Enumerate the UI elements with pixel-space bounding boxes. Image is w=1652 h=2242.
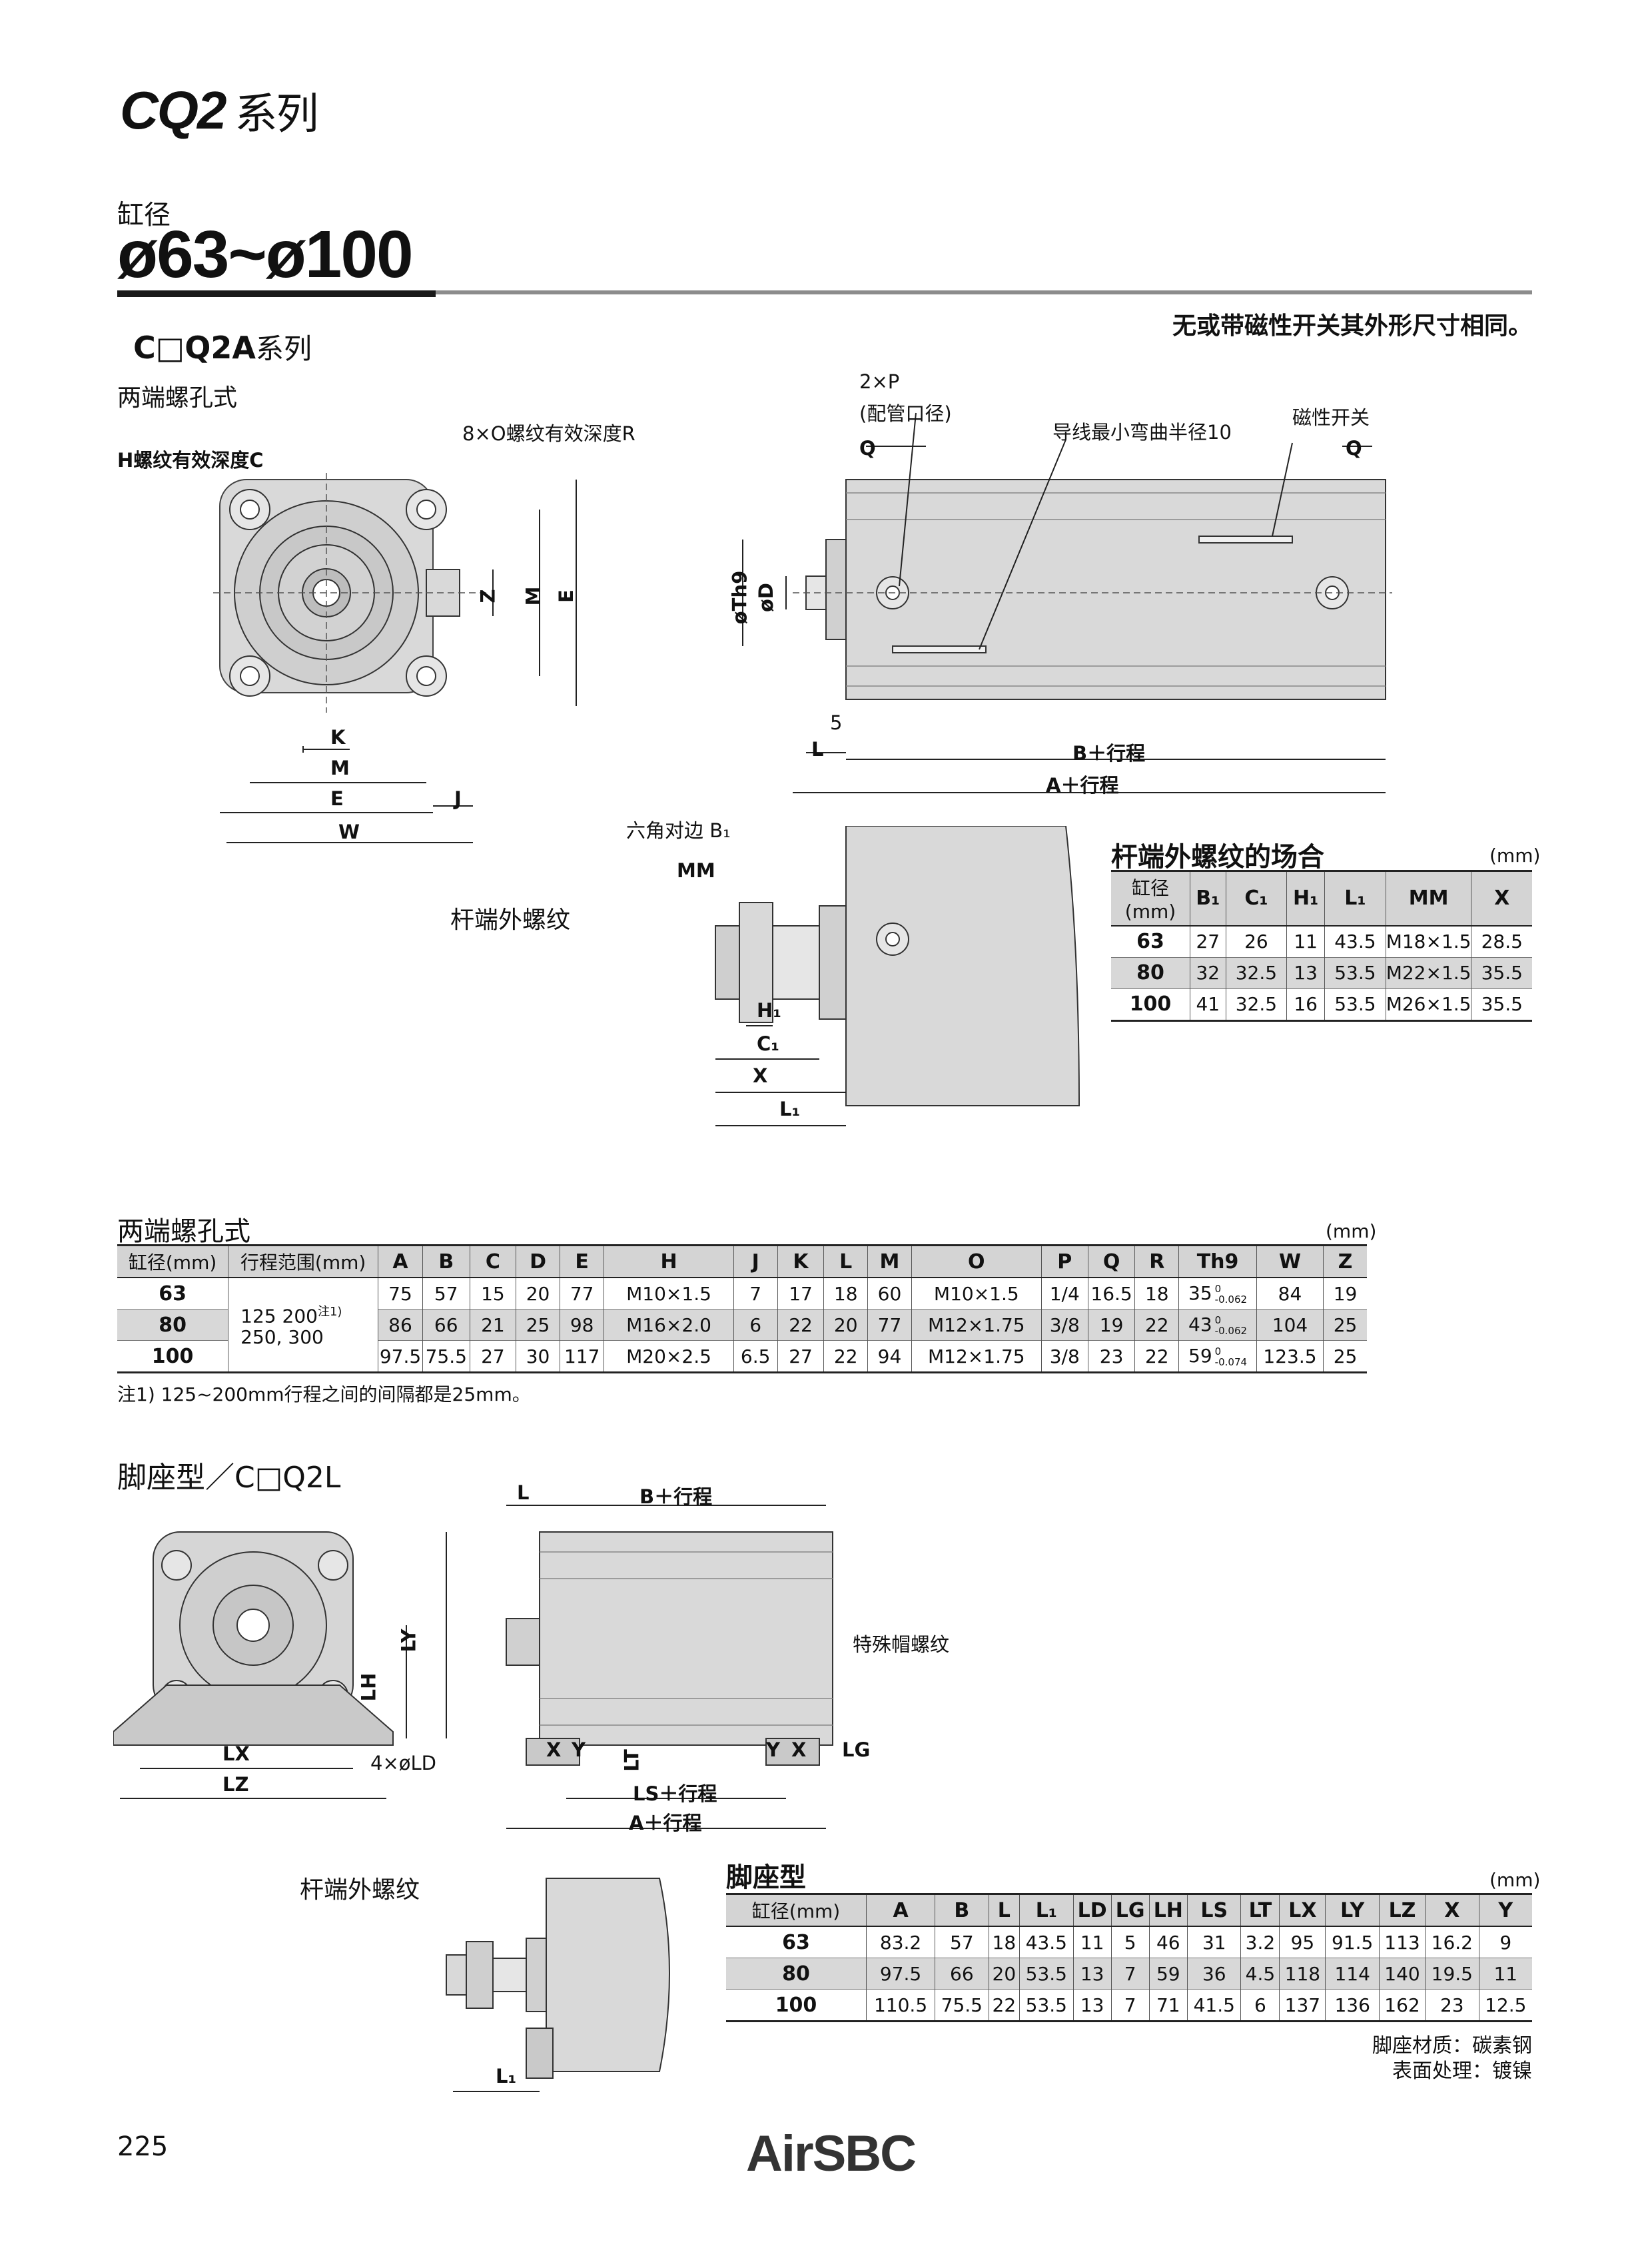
foot-dim-l1: L₁ <box>496 2065 517 2087</box>
dim-five: 5 <box>830 711 843 734</box>
switch-label: 磁性开关 <box>1292 406 1370 429</box>
rod-table-header: MM <box>1385 871 1471 926</box>
dim-m: M <box>330 757 350 779</box>
side-view-drawing <box>742 412 1392 793</box>
dim-mm: MM <box>677 859 715 882</box>
rod-table-header: H₁ <box>1286 871 1325 926</box>
rod-end-drawing <box>715 826 1080 1126</box>
rod-table-title: 杆端外螺纹的场合 <box>1111 842 1324 873</box>
dim-e: E <box>330 787 344 810</box>
o-thread-label: 8×O螺纹有效深度R <box>462 422 635 445</box>
dim-l: L <box>811 738 824 761</box>
foot-dim-x2: X <box>791 1738 807 1761</box>
foot-table-unit: (mm) <box>1489 1869 1541 1891</box>
stroke-range-cell: 125 200注1)250, 300 <box>228 1278 378 1373</box>
dim-b-stroke: B＋行程 <box>1072 742 1146 765</box>
rod-table-header: C₁ <box>1225 871 1287 926</box>
material-note: 脚座材质：碳素钢 <box>1372 2034 1532 2057</box>
dim-w: W <box>338 821 360 843</box>
dim-ly: LY <box>397 1629 420 1653</box>
dim-k: K <box>330 726 346 749</box>
rod-table-header: B₁ <box>1190 871 1226 926</box>
dim-a-stroke: A＋行程 <box>1046 774 1119 797</box>
dim-h1: H₁ <box>757 999 781 1022</box>
section-a-title: C□Q2A系列 <box>133 330 312 366</box>
dim-c1: C₁ <box>757 1032 779 1055</box>
dim-j: J <box>454 787 462 810</box>
switch-note: 无或带磁性开关其外形尺寸相同。 <box>1172 312 1532 340</box>
main-table-footnote: 注1) 125~200mm行程之间的间隔都是25mm。 <box>117 1383 531 1405</box>
h-thread-label: H螺纹有效深度C <box>117 449 264 472</box>
dim-th9: øTh9 <box>728 570 751 625</box>
foot-dim-y2: Y <box>766 1738 780 1761</box>
special-nut-label: 特殊帽螺纹 <box>853 1633 950 1656</box>
dim-m-vertical: M <box>522 586 545 606</box>
foot-side-drawing <box>506 1505 833 1829</box>
page-number: 225 <box>117 2131 169 2162</box>
rod-table-header: 缸径(mm) <box>1124 877 1176 923</box>
foot-dim-ls-stroke: LS＋行程 <box>633 1782 717 1805</box>
foot-dim-a-stroke: A＋行程 <box>629 1812 702 1834</box>
bore-range: ø63~ø100 <box>117 217 414 292</box>
section-b-title: 脚座型／C□Q2L <box>117 1461 341 1495</box>
main-spec-table: 缸径(mm) 行程范围(mm) A B C D E H J K L M O P … <box>117 1244 1367 1373</box>
foot-dim-b-stroke: B＋行程 <box>639 1485 713 1508</box>
main-table-title: 两端螺孔式 <box>117 1216 250 1247</box>
foot-rod-drawing <box>446 1878 670 2092</box>
foot-dim-lt: LT <box>620 1749 643 1772</box>
main-table-unit: (mm) <box>1326 1220 1377 1242</box>
front-view-drawing <box>213 473 577 843</box>
dim-lz: LZ <box>222 1773 249 1796</box>
brand-logo: AirSBC <box>746 2125 917 2182</box>
foot-dim-l: L <box>517 1481 530 1504</box>
foot-dim-y: Y <box>572 1738 586 1761</box>
port-label: 2×P <box>859 370 900 393</box>
foot-dim-lg: LG <box>842 1738 871 1761</box>
surface-note: 表面处理：镀镍 <box>1392 2059 1532 2083</box>
dim-q-right: Q <box>1346 437 1362 460</box>
rod-table-header: L₁ <box>1324 871 1386 926</box>
bore-label: 缸径 <box>117 200 171 230</box>
port-sub-label: (配管口径) <box>859 402 952 425</box>
header-rule-dark <box>117 290 436 297</box>
foot-table-title: 脚座型 <box>726 1862 806 1893</box>
foot-dim-x: X <box>546 1738 562 1761</box>
foot-front-drawing <box>113 1531 447 1799</box>
rod-table-header: X <box>1471 871 1532 926</box>
section-a-subtitle: 两端螺孔式 <box>117 384 238 412</box>
rod-thread-label-a: 杆端外螺纹 <box>450 907 571 934</box>
dim-e-vertical: E <box>554 589 578 603</box>
header-rule-grey <box>436 290 1532 294</box>
dim-z: Z <box>476 589 500 603</box>
dim-ld: 4×øLD <box>370 1752 436 1774</box>
hex-label: 六角对边 B₁ <box>626 819 731 842</box>
bend-radius-label: 导线最小弯曲半径10 <box>1052 421 1232 444</box>
dim-lh: LH <box>357 1673 380 1702</box>
dim-d: øD <box>755 583 777 612</box>
dim-q-left: Q <box>859 437 876 460</box>
dim-l1: L₁ <box>779 1098 801 1120</box>
dim-x: X <box>753 1064 768 1087</box>
dim-lx: LX <box>222 1742 250 1765</box>
rod-table-unit: (mm) <box>1489 845 1541 867</box>
rod-thread-label-b: 杆端外螺纹 <box>300 1876 420 1904</box>
